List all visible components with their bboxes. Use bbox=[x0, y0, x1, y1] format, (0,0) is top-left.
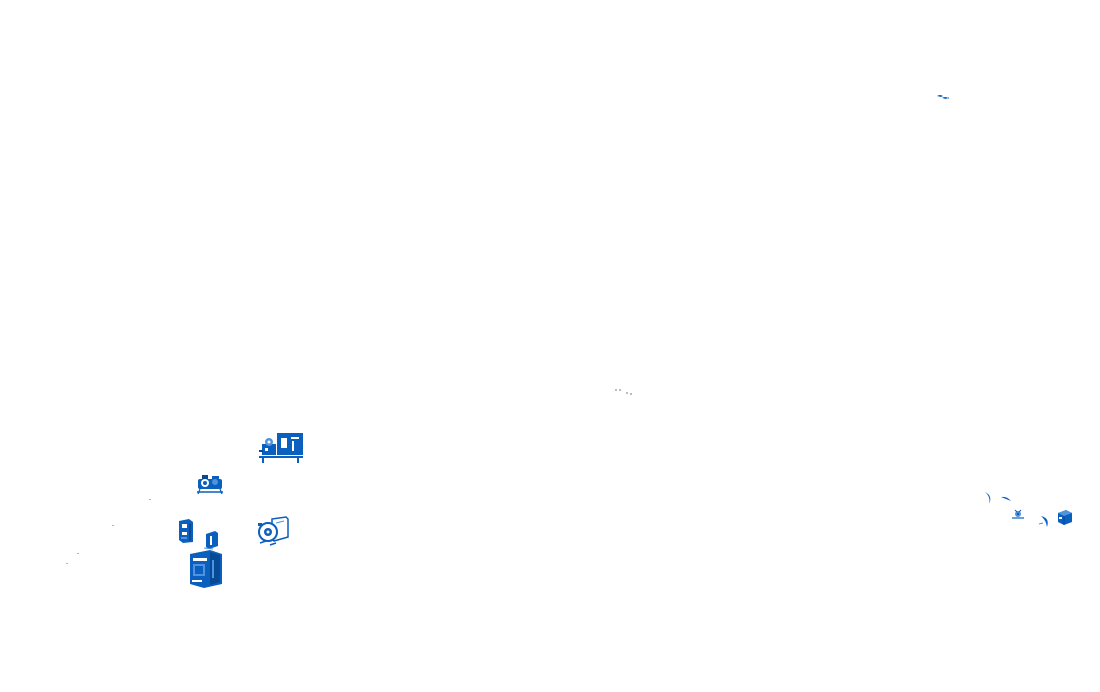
wheel-drum-machine-icon[interactable] bbox=[256, 515, 290, 549]
small-cube-icon[interactable] bbox=[1056, 509, 1074, 527]
crescent-left-icon[interactable] bbox=[982, 491, 994, 505]
engine-unit-icon[interactable] bbox=[196, 473, 224, 495]
speck bbox=[66, 563, 68, 564]
machinery-station-icon[interactable] bbox=[257, 430, 305, 464]
tiny-gadget-icon[interactable] bbox=[1010, 507, 1026, 521]
crescent-small-icon[interactable] bbox=[1000, 494, 1012, 504]
crescent-right-icon[interactable] bbox=[1038, 514, 1052, 528]
speck bbox=[77, 553, 79, 554]
speck bbox=[112, 525, 114, 526]
small-module-icon[interactable] bbox=[203, 530, 221, 550]
dispenser-cabinet-icon[interactable] bbox=[177, 518, 195, 544]
fish-pair-icon[interactable] bbox=[936, 93, 950, 101]
large-cabinet-machine-icon[interactable] bbox=[188, 546, 224, 590]
small-dots-icon[interactable] bbox=[613, 387, 635, 397]
speck bbox=[149, 499, 151, 500]
